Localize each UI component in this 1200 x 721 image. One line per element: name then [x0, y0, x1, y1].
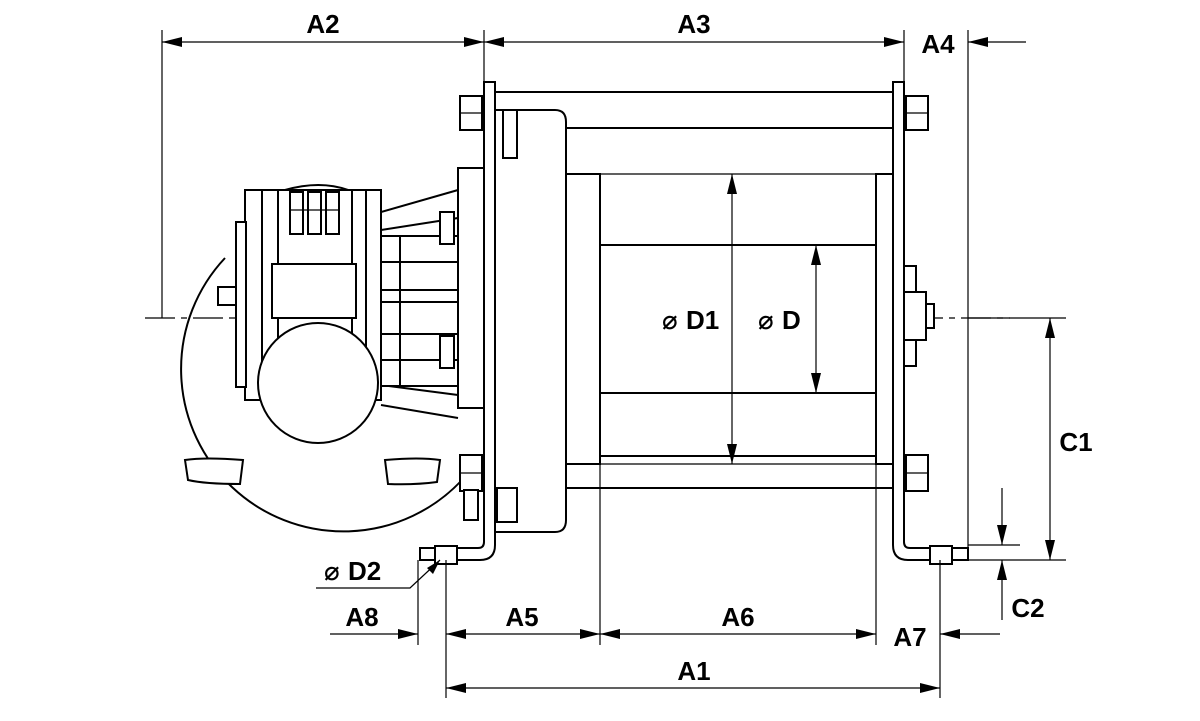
right-foot-bolt — [929, 545, 953, 565]
cover-bolt-bottom — [496, 487, 518, 523]
motor-side-plate — [235, 221, 247, 388]
label-A8: A8 — [345, 602, 378, 632]
left-side-plate — [419, 81, 496, 561]
label-D2: D2 — [348, 556, 381, 586]
motor-round-flange — [180, 257, 463, 533]
label-A1: A1 — [677, 656, 710, 686]
extension-lines — [161, 30, 1066, 698]
flange-slot-right — [383, 457, 442, 486]
nut-left-lower — [463, 489, 479, 521]
gear-cover — [494, 109, 567, 533]
label-A2: A2 — [306, 9, 339, 39]
coupling-bolt-top — [439, 211, 455, 245]
inner-gear-cover — [494, 109, 567, 533]
fin-slot-3 — [325, 191, 340, 235]
diameter-symbol-D2: ⌀ — [324, 556, 340, 586]
diameter-symbol-D: ⌀ — [758, 305, 774, 335]
motor-gearbox — [180, 167, 485, 533]
winch-frame — [419, 81, 969, 565]
label-A7: A7 — [893, 622, 926, 652]
adapter-flange — [457, 167, 485, 409]
fin-slot-1 — [289, 191, 304, 235]
drum-flange-left — [565, 173, 601, 465]
cover-bolt-top — [502, 109, 518, 159]
motor-side-nut — [217, 286, 237, 306]
label-D: D — [782, 305, 801, 335]
drum-flange-right — [875, 173, 894, 465]
coupling-bolt-bottom — [439, 335, 455, 369]
label-D1: D1 — [686, 305, 719, 335]
gear-cover-plate — [271, 263, 357, 319]
motor-body — [257, 322, 379, 444]
label-A6: A6 — [721, 602, 754, 632]
label-A3: A3 — [677, 9, 710, 39]
diameter-symbol-D1: ⌀ — [662, 305, 678, 335]
label-A4: A4 — [921, 29, 955, 59]
label-A5: A5 — [505, 602, 538, 632]
label-C1: C1 — [1059, 427, 1092, 457]
fin-slot-2 — [307, 191, 322, 235]
right-shaft-nut — [903, 291, 927, 341]
drum — [565, 173, 894, 465]
dimension-labels: A2 A3 A4 A5 A6 A7 A8 A1 C1 C2 D1 ⌀ D ⌀ D… — [306, 9, 1092, 686]
drum-barrel — [599, 244, 877, 394]
label-C2: C2 — [1011, 593, 1044, 623]
flange-slot-left — [183, 457, 245, 486]
dimension-lines — [162, 37, 1055, 693]
